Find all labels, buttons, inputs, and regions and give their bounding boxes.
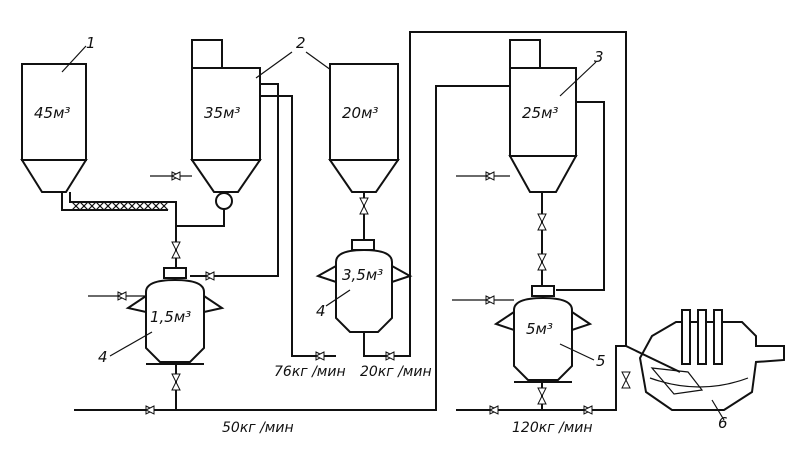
pipe-50-line [74,85,510,411]
flow-20: 20кг /мин [360,364,432,380]
label-2: 2 [296,34,306,52]
bunker-2b-volume: 20м³ [342,104,378,122]
pipe-feeder-to-vessel-4a [175,209,225,268]
vessel-5: 5м³ [493,285,593,383]
pipe-3-to-5-top [556,101,605,291]
pipe-2a-to-76-line [260,95,336,357]
bunker-2a-volume: 35м³ [204,104,240,122]
bunker-3: 25м³ [508,39,578,193]
bunker-2a: 35м³ [190,39,262,193]
flow-76: 76кг /мин [274,364,346,380]
pipe-120-line [456,345,626,411]
bunker-1-volume: 45м³ [34,104,70,122]
pipe-2a-to-4a [190,83,279,277]
bunker-1-leader [61,45,87,73]
arc-furnace [625,309,785,411]
furnace-feed-pipe [625,345,681,373]
vessel-5-number: 5 [596,352,606,370]
bunker-1-number: 1 [86,34,96,52]
bunker-3-number: 3 [594,48,604,66]
vessel-4a: 1,5м³ [125,267,225,365]
pipe-loop-to-furnace [363,31,627,357]
vessel-4b: 3,5м³ [315,239,413,333]
bunker-1: 45м³ [20,63,88,193]
flow-120: 120кг /мин [512,420,593,436]
furnace-number: 6 [718,414,728,432]
vessel-4a-number: 4 [98,348,108,366]
vessel-4b-number: 4 [316,302,326,320]
vessel-5-volume: 5м³ [526,320,553,338]
feeder [215,192,233,210]
valves [116,171,631,415]
screw-conveyor [61,192,177,228]
flow-50: 50кг /мин [222,420,294,436]
bunker-3-volume: 25м³ [522,104,558,122]
vessel-4b-volume: 3,5м³ [342,266,383,284]
vessel-4a-volume: 1,5м³ [150,308,191,326]
bunker-2b: 20м³ [328,63,400,193]
